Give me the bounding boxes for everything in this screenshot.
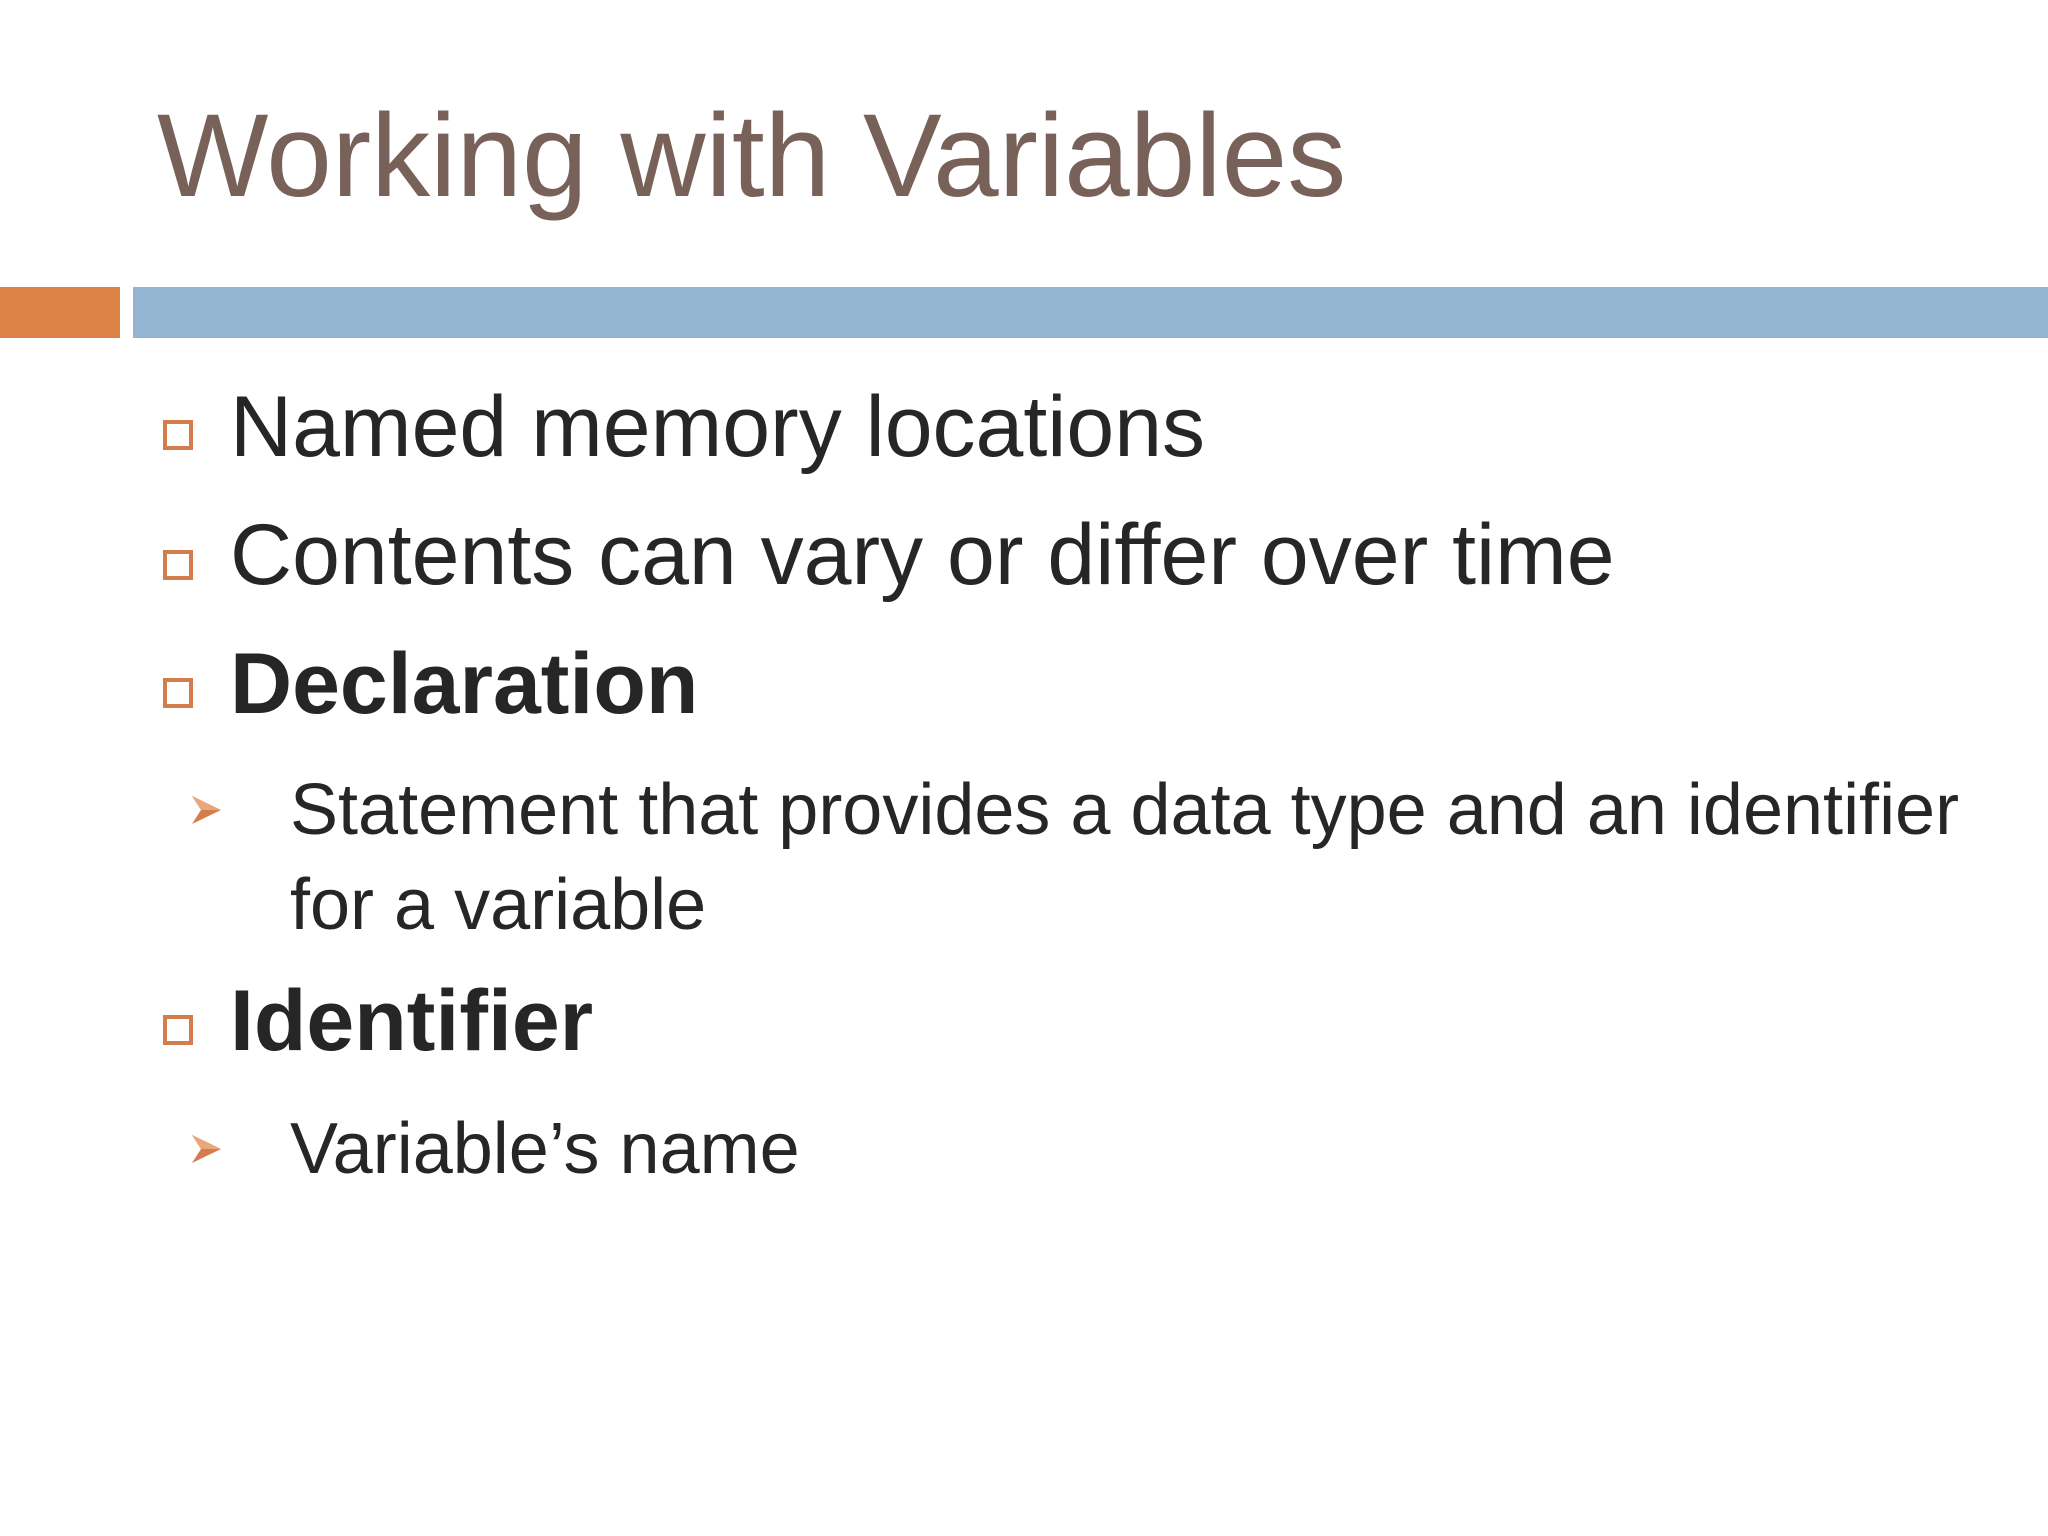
hollow-square-icon	[163, 550, 193, 580]
arrowhead-icon	[192, 1135, 221, 1163]
slide-title: Working with Variables	[157, 90, 1347, 222]
bullet-text: Named memory locations	[230, 379, 1206, 475]
hollow-square-icon	[163, 1015, 193, 1045]
bullet-text: Declaration	[230, 636, 699, 732]
sub-bullet-text: Variable’s name	[290, 1109, 800, 1189]
hollow-square-icon	[163, 678, 193, 708]
accent-bar	[0, 287, 120, 338]
bullet-text: Identifier	[230, 973, 594, 1069]
bullet-text: Contents can vary or differ over time	[230, 507, 1615, 603]
title-rule-bar	[133, 287, 2048, 338]
sub-bullet-text: Statement that provides a data type and …	[290, 770, 1960, 945]
arrowhead-icon	[192, 796, 221, 824]
hollow-square-icon	[163, 420, 193, 450]
